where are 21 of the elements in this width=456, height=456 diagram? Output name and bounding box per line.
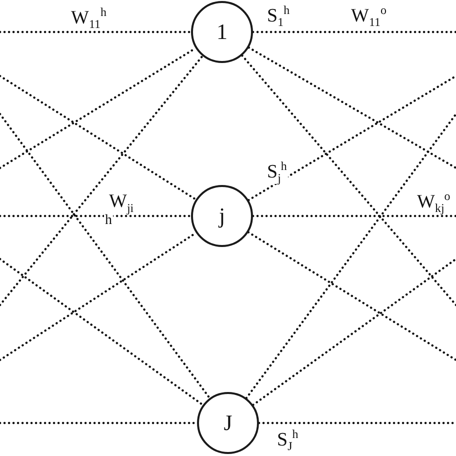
neuron-circle [191, 1, 253, 63]
weight-label: W$_{ji}$ [108, 192, 135, 214]
connection-line [0, 214, 192, 218]
connection-line [248, 74, 456, 202]
connection-line [0, 258, 204, 406]
connection-line [0, 74, 197, 201]
connection-line [248, 46, 456, 170]
connection-line [247, 231, 456, 362]
connection-line [241, 54, 456, 306]
connection-line [252, 214, 456, 218]
connection-line [0, 30, 192, 34]
neuron-label: j [218, 205, 226, 227]
connection-line [252, 258, 456, 406]
connection-line [0, 54, 204, 306]
neuron-label: J [224, 412, 232, 434]
neuron-circle [197, 392, 259, 454]
connection-line [258, 422, 456, 424]
connection-line [0, 112, 211, 400]
connection-line [252, 30, 456, 34]
neuron-label: 1 [216, 21, 228, 43]
connection-line [245, 112, 456, 400]
